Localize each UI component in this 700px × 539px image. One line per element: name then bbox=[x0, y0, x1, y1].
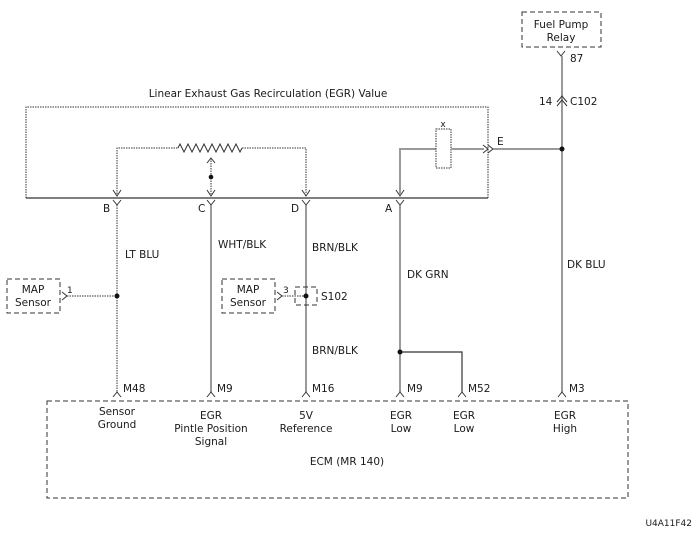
ecm-box bbox=[46, 400, 629, 499]
map-sensor-2: MAP Sensor 3 S102 bbox=[221, 278, 348, 314]
relay-label-line1: Fuel Pump bbox=[534, 19, 589, 31]
relay-label-line2: Relay bbox=[547, 32, 576, 44]
wire-label-brn-blk-upper: BRN/BLK bbox=[312, 242, 359, 254]
wire-dk-grn-branch bbox=[400, 351, 463, 392]
pot-wire-d bbox=[242, 147, 307, 194]
pin-a-label: A bbox=[385, 203, 393, 215]
ecm-pin-m52: M52 bbox=[468, 383, 490, 395]
solenoid-wire-a bbox=[399, 148, 436, 194]
pin-d-connector-icon bbox=[301, 199, 311, 206]
figure-id: U4A11F42 bbox=[645, 519, 692, 529]
ecm-desc-m9-low-line1: EGR bbox=[390, 410, 412, 422]
ecm-terminal-icon bbox=[395, 391, 405, 398]
pin-a-connector-icon bbox=[395, 199, 405, 206]
egr-valve-title: Linear Exhaust Gas Recirculation (EGR) V… bbox=[149, 88, 388, 100]
pin-c-label: C bbox=[198, 203, 205, 215]
valve-pins: B C D A bbox=[103, 199, 405, 215]
ecm-desc-m48-line2: Ground bbox=[98, 419, 137, 431]
pot-arrow-b-icon bbox=[112, 189, 122, 197]
ecm-desc-m16-line1: 5V bbox=[299, 410, 314, 422]
splice-node-e bbox=[559, 146, 565, 152]
pot-wire-b bbox=[116, 147, 178, 194]
ecm-terminal-icon bbox=[206, 391, 216, 398]
solenoid-coil-icon bbox=[435, 128, 452, 169]
pin-e-label: E bbox=[497, 136, 504, 148]
map-sensor-1-line1: MAP bbox=[22, 284, 45, 296]
ecm-pin-m9-low: M9 bbox=[407, 383, 423, 395]
egr-valve-box bbox=[25, 106, 489, 198]
c102-name-label: C102 bbox=[570, 96, 597, 108]
pin-b-connector-icon bbox=[112, 199, 122, 206]
ecm-desc-m3-line2: High bbox=[553, 423, 577, 435]
pin-d-label: D bbox=[291, 203, 299, 215]
coil-mark: x bbox=[440, 120, 446, 130]
c102-pin-label: 14 bbox=[539, 96, 553, 108]
map-sensor-2-line2: Sensor bbox=[230, 297, 267, 309]
pot-arrow-d-icon bbox=[301, 189, 311, 197]
splice-node-dk-grn bbox=[397, 349, 403, 355]
ecm-desc-m16-line2: Reference bbox=[280, 423, 333, 435]
wire-label-wht-blk: WHT/BLK bbox=[218, 239, 267, 251]
wire-label-brn-blk-lower: BRN/BLK bbox=[312, 345, 359, 357]
ecm-terminal-icon bbox=[457, 391, 467, 398]
wire-label-dk-grn: DK GRN bbox=[407, 269, 449, 281]
ecm-terminal-icon bbox=[112, 391, 122, 398]
ecm-desc-m9-low-line2: Low bbox=[391, 423, 412, 435]
map-sensor-2-line1: MAP bbox=[237, 284, 260, 296]
connector-c102: 14 C102 bbox=[539, 95, 597, 108]
pin-b-label: B bbox=[103, 203, 110, 215]
relay-pin-connector-icon bbox=[556, 50, 566, 57]
c102-connector-icon bbox=[556, 95, 568, 107]
ecm-pin-m3: M3 bbox=[569, 383, 585, 395]
fuel-pump-relay: Fuel Pump Relay 87 bbox=[521, 11, 602, 65]
pin-c-connector-icon bbox=[206, 199, 216, 206]
ecm-label: ECM (MR 140) bbox=[310, 456, 384, 468]
map-sensor-1-pin: 1 bbox=[67, 286, 73, 296]
resistor-icon bbox=[177, 142, 243, 154]
splice-s102-label: S102 bbox=[321, 291, 348, 303]
ecm-terminals: M48 M9 M16 M9 M52 M3 bbox=[112, 383, 585, 398]
ecm-terminal-icon bbox=[301, 391, 311, 398]
map-sensor-1: MAP Sensor 1 bbox=[6, 278, 120, 314]
wire-label-lt-blu: LT BLU bbox=[125, 249, 159, 261]
ecm-desc-m9-line2: Pintle Position bbox=[174, 423, 247, 435]
ecm-pin-m48: M48 bbox=[123, 383, 145, 395]
map-sensor-2-connector-icon bbox=[276, 291, 283, 301]
ecm-desc-m9-line3: Signal bbox=[195, 436, 227, 448]
ecm-desc-m3-line1: EGR bbox=[554, 410, 576, 422]
map-sensor-1-line2: Sensor bbox=[15, 297, 52, 309]
ecm-desc-m52-line2: Low bbox=[454, 423, 475, 435]
solenoid-arrow-a-icon bbox=[395, 189, 405, 197]
splice-s102-box bbox=[294, 286, 318, 306]
ecm-terminal-descriptions: Sensor Ground EGR Pintle Position Signal… bbox=[98, 406, 577, 448]
ecm-desc-m52-line1: EGR bbox=[453, 410, 475, 422]
map-sensor-2-box bbox=[221, 278, 276, 314]
relay-pin-label: 87 bbox=[570, 53, 583, 65]
relay-box bbox=[521, 11, 602, 48]
ecm-pin-m16: M16 bbox=[312, 383, 335, 395]
map-sensor-1-box bbox=[6, 278, 61, 314]
ecm-terminal-icon bbox=[557, 391, 567, 398]
ecm-desc-m9-line1: EGR bbox=[200, 410, 222, 422]
ecm-pin-m9-signal: M9 bbox=[217, 383, 233, 395]
splice-node-lt-blu bbox=[114, 293, 120, 299]
wire-label-dk-blu: DK BLU bbox=[567, 259, 606, 271]
splice-node-s102 bbox=[303, 293, 309, 299]
map-sensor-2-pin: 3 bbox=[283, 286, 289, 296]
potentiometer bbox=[112, 142, 311, 197]
pot-arrow-c-icon bbox=[206, 189, 216, 197]
egr-solenoid: x E bbox=[395, 120, 565, 197]
ecm-desc-m48-line1: Sensor bbox=[99, 406, 136, 418]
wiper-node bbox=[208, 174, 214, 180]
